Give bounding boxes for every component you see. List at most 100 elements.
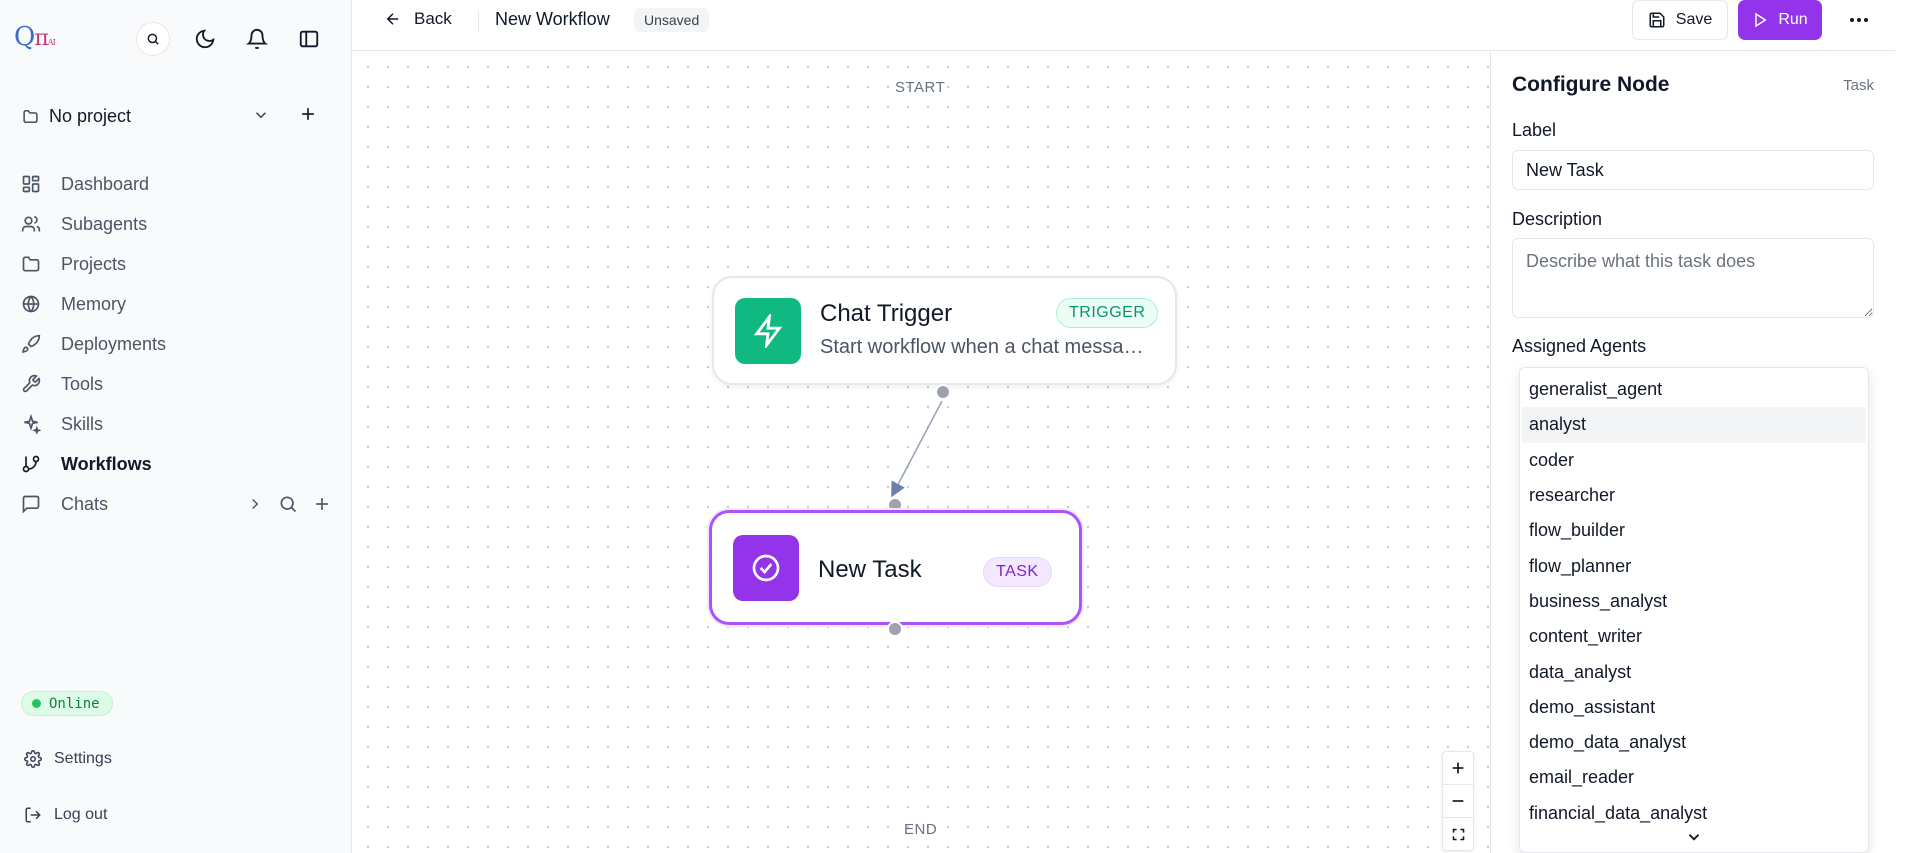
sidebar-item-workflows[interactable]: Workflows: [20, 444, 340, 484]
check-circle-icon: [752, 554, 780, 582]
sidebar-item-skills[interactable]: Skills: [20, 404, 340, 444]
logo-letter: Q: [14, 22, 35, 52]
bell-icon: [246, 29, 268, 50]
edge-layer: [891, 400, 943, 498]
arrow-left-icon: [384, 10, 402, 28]
workflow-title[interactable]: New Workflow: [495, 9, 610, 29]
description-field-label: Description: [1512, 209, 1603, 229]
logout-link[interactable]: Log out: [24, 806, 107, 824]
plus-icon[interactable]: [312, 494, 332, 514]
agent-option[interactable]: flow_planner: [1529, 555, 1632, 576]
agent-option[interactable]: content_writer: [1529, 626, 1643, 647]
save-button[interactable]: Save: [1632, 0, 1728, 40]
zoom-in-button[interactable]: [1443, 752, 1473, 785]
logo-sub: AI: [47, 38, 56, 47]
panel-title: Configure Node: [1512, 73, 1670, 96]
status-text: Online: [49, 695, 100, 712]
assigned-agents-label: Assigned Agents: [1512, 336, 1647, 356]
agent-option[interactable]: business_analyst: [1529, 590, 1668, 611]
node-icon: [733, 535, 799, 601]
wrench-icon: [20, 373, 42, 395]
save-label: Save: [1675, 11, 1713, 28]
run-label: Run: [1778, 11, 1808, 28]
back-button[interactable]: Back: [384, 9, 452, 29]
sidebar-item-label: Workflows: [61, 453, 152, 474]
fit-view-button[interactable]: [1443, 818, 1473, 851]
project-selector[interactable]: No project: [22, 103, 322, 129]
sidebar-item-label: Projects: [61, 253, 127, 274]
agent-option[interactable]: email_reader: [1529, 767, 1635, 788]
search-icon[interactable]: [278, 494, 298, 514]
agent-option[interactable]: researcher: [1529, 485, 1616, 506]
chevron-down-icon: [1688, 834, 1700, 841]
gear-icon: [24, 750, 42, 768]
agent-option[interactable]: financial_data_analyst: [1529, 802, 1708, 823]
play-icon: [1752, 12, 1768, 28]
unsaved-badge: Unsaved: [634, 8, 710, 32]
status-badge: Online: [21, 691, 113, 716]
page-scrollbar[interactable]: [1895, 0, 1905, 853]
agent-option[interactable]: analyst: [1522, 407, 1866, 443]
logout-label: Log out: [54, 806, 108, 823]
node-chat-trigger[interactable]: Chat Trigger Start workflow when a chat …: [712, 276, 1177, 385]
edge-trigger-to-task[interactable]: [891, 400, 943, 498]
label-input[interactable]: [1512, 150, 1874, 190]
sidebar-item-label: Subagents: [61, 213, 148, 234]
node-new-task[interactable]: New Task TASK: [709, 510, 1082, 625]
description-textarea[interactable]: [1512, 238, 1874, 318]
status-dot: [32, 699, 41, 708]
app-logo[interactable]: QπAI: [14, 22, 56, 52]
toggle-sidebar-button[interactable]: [292, 22, 326, 56]
sidebar-nav: Dashboard Subagents Projects Memory Depl…: [20, 164, 340, 524]
task-output-handle[interactable]: [887, 621, 903, 637]
folder-icon: [23, 109, 38, 123]
back-label: Back: [414, 9, 452, 28]
project-selector-label: No project: [49, 105, 132, 126]
chevron-right-icon[interactable]: [246, 495, 264, 513]
search-icon: [147, 33, 159, 45]
node-type-label: Task: [1843, 77, 1874, 94]
sidebar-item-subagents[interactable]: Subagents: [20, 204, 340, 244]
sidebar-item-tools[interactable]: Tools: [20, 364, 340, 404]
workflow-topbar: Back New Workflow Unsaved Save Run: [352, 0, 1905, 51]
agent-option[interactable]: data_analyst: [1529, 661, 1632, 682]
chats-actions: [246, 494, 340, 514]
agents-dropdown[interactable]: generalist_agent analyst coder researche…: [1519, 367, 1869, 853]
workflow-canvas[interactable]: START END Chat Trigger Start workflow wh…: [352, 51, 1490, 853]
dropdown-scroll-down[interactable]: [1520, 826, 1868, 848]
sidebar-item-chats[interactable]: Chats: [20, 484, 340, 524]
agent-option[interactable]: demo_data_analyst: [1529, 732, 1687, 753]
notifications-button[interactable]: [240, 22, 274, 56]
node-type-badge: TRIGGER: [1056, 298, 1159, 328]
node-description: Start workflow when a chat message is re…: [820, 336, 1150, 358]
run-button[interactable]: Run: [1738, 0, 1822, 40]
divider: [478, 11, 479, 33]
sidebar-item-memory[interactable]: Memory: [20, 284, 340, 324]
more-options-button[interactable]: [1846, 8, 1872, 32]
search-button[interactable]: [136, 22, 170, 56]
sidebar-item-label: Skills: [61, 413, 104, 434]
settings-link[interactable]: Settings: [24, 750, 112, 768]
end-marker: END: [904, 821, 938, 838]
zoom-controls: [1442, 751, 1474, 851]
zoom-out-button[interactable]: [1443, 785, 1473, 818]
agent-option[interactable]: demo_assistant: [1529, 696, 1656, 717]
sidebar-item-label: Deployments: [61, 333, 167, 354]
chevron-down-icon[interactable]: [252, 106, 270, 124]
sidebar-item-projects[interactable]: Projects: [20, 244, 340, 284]
lightning-icon: [753, 314, 783, 348]
more-horizontal-icon: [1850, 18, 1868, 22]
sidebar-item-dashboard[interactable]: Dashboard: [20, 164, 340, 204]
agent-option[interactable]: flow_builder: [1529, 520, 1626, 541]
globe-icon: [20, 293, 42, 315]
add-project-button[interactable]: [298, 104, 318, 124]
theme-toggle-button[interactable]: [188, 22, 222, 56]
sidebar-item-label: Dashboard: [61, 173, 150, 194]
agent-option[interactable]: generalist_agent: [1529, 379, 1663, 400]
dashboard-icon: [20, 173, 42, 195]
trigger-output-handle[interactable]: [935, 384, 951, 400]
agent-option[interactable]: coder: [1529, 449, 1575, 470]
rocket-icon: [20, 333, 42, 355]
sidebar-item-deployments[interactable]: Deployments: [20, 324, 340, 364]
